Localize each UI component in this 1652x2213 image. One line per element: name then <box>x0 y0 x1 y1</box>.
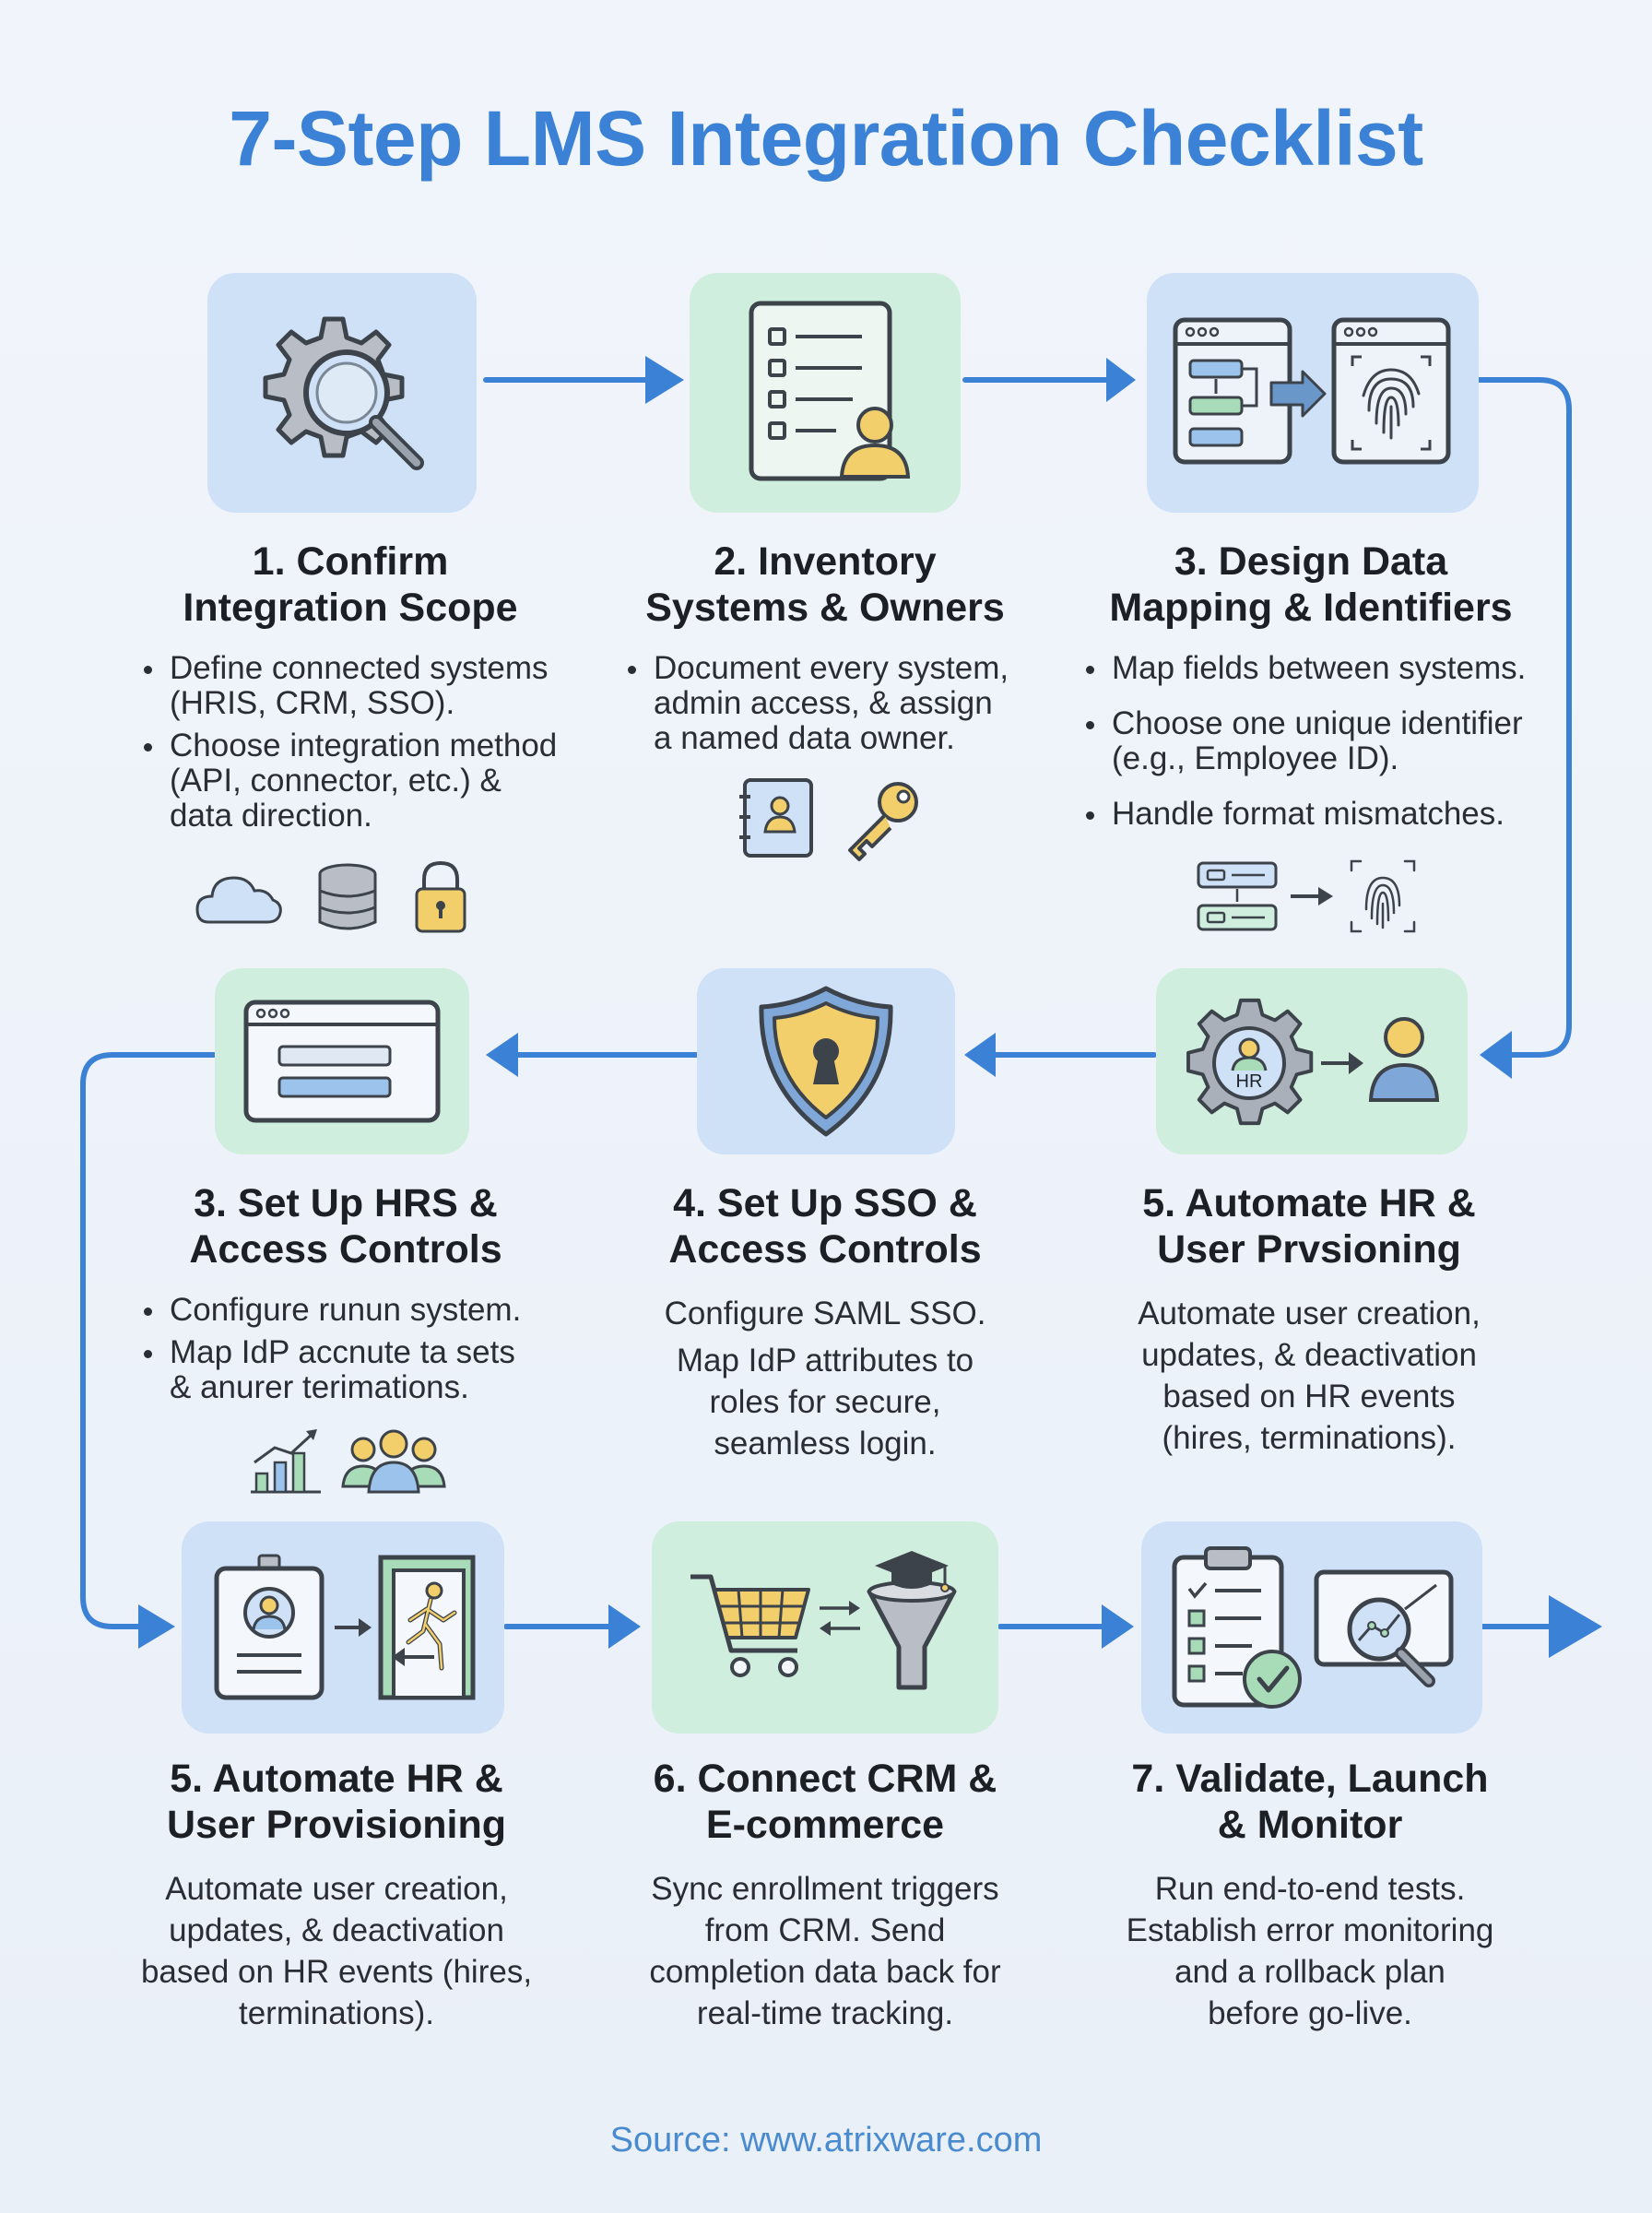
cart-funnel-icon <box>690 1551 957 1690</box>
check-circle-icon <box>1243 1650 1302 1709</box>
step-2-mini-icons <box>736 775 929 863</box>
analytics-magnifier-icon <box>1314 1569 1454 1687</box>
step-5-line-2: Map IdP attributes to roles for secure, … <box>676 1343 974 1462</box>
step-3-bullets: Map fields between systems. Choose one u… <box>1080 651 1551 832</box>
hr-badge-text: HR <box>1236 1071 1263 1092</box>
list-item: Define connected systems (HRIS, CRM, SSO… <box>138 651 572 721</box>
shield-keyhole-icon <box>759 986 893 1137</box>
step-5-line-1: Configure SAML SSO. <box>664 1296 986 1331</box>
step-1-tile <box>207 273 477 513</box>
arrow-row2-down <box>80 1052 217 1629</box>
step-7-text: Automate user creation, updates, & deact… <box>140 1871 533 2031</box>
funnel-icon <box>867 1580 957 1690</box>
fingerprint-icon <box>1350 859 1416 933</box>
magnifier-icon <box>303 349 424 470</box>
step-8-tile <box>652 1521 998 1734</box>
list-item: Document every system, admin access, & a… <box>622 651 1046 756</box>
step-2: 2. Inventory Systems & Owners Document e… <box>604 538 1046 763</box>
step-4: 3. Set Up HRS & Access Controls Configur… <box>120 1180 572 1413</box>
shopping-cart-icon <box>690 1574 810 1677</box>
hr-gear-user-icon: HR <box>1186 998 1440 1126</box>
step-3-mini-icons <box>1195 858 1425 937</box>
step-4-mini-icons <box>247 1426 450 1496</box>
step-7: 5. Automate HR & User Provisioning Autom… <box>111 1756 562 2034</box>
step-8-title: 6. Connect CRM & E-commerce <box>653 1757 997 1847</box>
list-item: Map fields between systems. <box>1080 651 1551 686</box>
exit-door-icon <box>378 1555 476 1700</box>
step-3-tile <box>1147 273 1479 513</box>
step-4-title: 3. Set Up HRS & Access Controls <box>189 1181 502 1272</box>
list-item: Configure runun system. <box>138 1293 572 1328</box>
gear-magnifier-icon <box>263 316 424 470</box>
address-book-icon <box>739 778 813 858</box>
id-badge-icon <box>214 1554 324 1700</box>
step-3: 3. Design Data Mapping & Identifiers Map… <box>1071 538 1551 852</box>
validate-monitor-icon <box>1172 1546 1454 1709</box>
step-5-title: 4. Set Up SSO & Access Controls <box>668 1181 982 1272</box>
step-8: 6. Connect CRM & E-commerce Sync enrollm… <box>599 1756 1051 2034</box>
step-1-mini-icons <box>195 858 490 937</box>
list-item: Map IdP accnute ta sets & anurer terimat… <box>138 1335 572 1405</box>
step-6-title: 5. Automate HR & User Prvsioning <box>1142 1181 1476 1272</box>
step-2-bullets: Document every system, admin access, & a… <box>622 651 1046 756</box>
arrow-3-down <box>1477 377 1572 1058</box>
step-1-title: 1. Confirm Integration Scope <box>183 539 518 630</box>
people-group-icon <box>341 1429 446 1494</box>
step-4-tile <box>215 968 469 1154</box>
graduation-cap-icon <box>875 1551 950 1592</box>
step-9: 7. Validate, Launch & Monitor Run end-to… <box>1084 1756 1536 2034</box>
checklist-user-icon <box>749 301 911 481</box>
step-3-title: 3. Design Data Mapping & Identifiers <box>1109 539 1513 630</box>
data-mapping-icon <box>1173 317 1451 465</box>
step-8-text: Sync enrollment triggers from CRM. Send … <box>649 1871 1001 2031</box>
step-6-tile: HR <box>1156 968 1468 1154</box>
step-7-title: 5. Automate HR & User Provisioning <box>167 1757 506 1847</box>
browser-window-icon <box>243 1000 441 1123</box>
source-credit: Source: www.atrixware.com <box>609 2121 1043 2160</box>
page-title: 7-Step LMS Integration Checklist <box>229 95 1423 182</box>
step-9-title: 7. Validate, Launch & Monitor <box>1131 1757 1489 1847</box>
step-7-tile <box>182 1521 504 1734</box>
step-9-tile <box>1141 1521 1482 1734</box>
list-item: Choose integration method (API, connecto… <box>138 728 572 834</box>
arrow-right-icon <box>1321 1052 1363 1074</box>
browser-window-icon <box>1173 317 1292 465</box>
step-2-tile <box>690 273 961 513</box>
list-item: Choose one unique identifier (e.g., Empl… <box>1080 706 1551 776</box>
list-item: Handle format mismatches. <box>1080 797 1551 832</box>
fingerprint-icon <box>1331 317 1451 465</box>
step-9-text: Run end-to-end tests. Establish error mo… <box>1126 1871 1494 2031</box>
step-1-bullets: Define connected systems (HRIS, CRM, SSO… <box>138 651 572 834</box>
checklist-icon <box>749 301 892 481</box>
bar-chart-icon <box>251 1429 321 1494</box>
step-6: 5. Automate HR & User Prvsioning Automat… <box>1088 1180 1530 1459</box>
cloud-icon <box>195 876 282 924</box>
padlock-icon <box>415 860 466 933</box>
step-1: 1. Confirm Integration Scope Define conn… <box>129 538 572 841</box>
key-icon <box>848 782 918 861</box>
step-2-title: 2. Inventory Systems & Owners <box>645 539 1005 630</box>
mini-mapping-icon <box>1197 861 1333 931</box>
database-icon <box>318 863 377 930</box>
badge-exit-icon <box>214 1554 476 1700</box>
step-4-bullets: Configure runun system. Map IdP accnute … <box>138 1293 572 1405</box>
step-6-text: Automate user creation, updates, & deact… <box>1138 1296 1481 1456</box>
user-icon <box>1368 1017 1440 1102</box>
arrow-right-icon <box>1269 370 1327 418</box>
step-5: 4. Set Up SSO & Access Controls Configur… <box>604 1180 1046 1464</box>
step-5-tile <box>697 968 955 1154</box>
hr-gear-icon: HR <box>1186 998 1314 1126</box>
sync-arrows-icon <box>820 1601 860 1636</box>
user-icon <box>839 407 911 479</box>
arrow-right-icon <box>335 1618 372 1637</box>
